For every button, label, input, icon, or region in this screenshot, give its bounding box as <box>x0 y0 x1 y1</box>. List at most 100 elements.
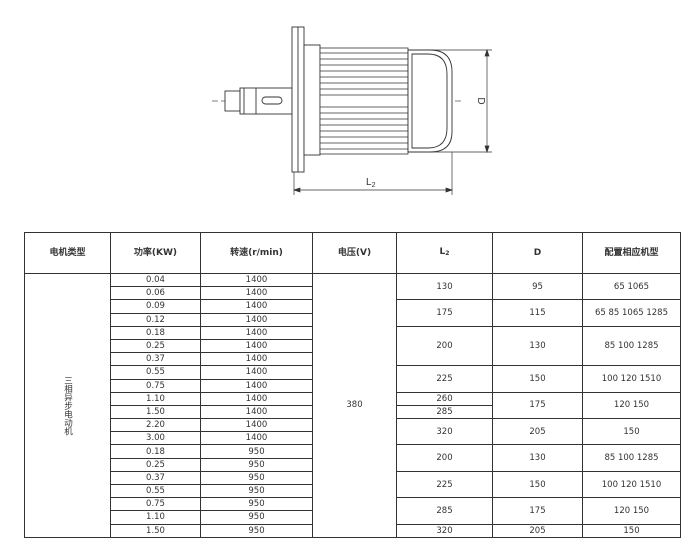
speed-cell: 1400 <box>200 431 313 446</box>
power-cell: 0.09 <box>110 299 201 314</box>
l2-cell: 285 <box>396 497 493 525</box>
power-cell: 0.18 <box>110 325 201 340</box>
speed-cell: 1400 <box>200 272 313 288</box>
voltage-cell: 380 <box>312 273 397 538</box>
models-cell: 65 85 1065 1285 <box>582 299 681 327</box>
d-cell: 150 <box>492 365 583 393</box>
diameter-label: D <box>475 97 486 104</box>
l2-cell: 175 <box>396 299 493 327</box>
d-cell: 175 <box>492 391 583 420</box>
speed-cell: 950 <box>200 497 313 512</box>
length-label: L2 <box>366 177 376 189</box>
speed-cell: 950 <box>200 444 313 459</box>
diameter-dimension <box>430 48 492 154</box>
header-l2: L2 <box>396 232 493 274</box>
power-cell: 1.50 <box>110 404 201 420</box>
models-cell: 65 1065 <box>582 272 681 301</box>
l2-cell: 285 <box>396 404 493 420</box>
speed-cell: 1400 <box>200 404 313 420</box>
motor-type-cell: 三相异步电动机 <box>24 273 111 538</box>
motor-fan-cover <box>407 49 453 153</box>
speed-cell: 950 <box>200 483 313 499</box>
table-header-row: 电机类型 功率(KW) 转速(r/min) 电压(V) L2 D 配置相应机型 <box>24 232 681 274</box>
models-cell: 150 <box>582 523 681 538</box>
l2-cell: 225 <box>396 365 493 393</box>
l2-cell: 130 <box>396 272 493 301</box>
models-cell: 100 120 1510 <box>582 365 681 393</box>
power-cell: 1.10 <box>110 391 201 406</box>
l2-cell: 320 <box>396 418 493 446</box>
power-cell: 1.10 <box>110 510 201 525</box>
speed-cell: 1400 <box>200 286 313 301</box>
models-cell: 85 100 1285 <box>582 325 681 367</box>
models-cell: 85 100 1285 <box>582 444 681 472</box>
speed-cell: 1400 <box>200 391 313 406</box>
power-cell: 1.50 <box>110 523 201 538</box>
power-cell: 0.18 <box>110 444 201 459</box>
power-cell: 0.37 <box>110 470 201 486</box>
models-cell: 100 120 1510 <box>582 470 681 499</box>
motor-body <box>319 47 409 155</box>
speed-cell: 1400 <box>200 378 313 393</box>
header-d: D <box>492 232 583 274</box>
header-power: 功率(KW) <box>110 232 201 274</box>
power-cell: 0.25 <box>110 457 201 472</box>
length-dimension <box>292 152 454 195</box>
motor-type-label: 三相异步电动机 <box>62 375 73 436</box>
models-cell: 120 150 <box>582 497 681 525</box>
l2-cell: 225 <box>396 470 493 499</box>
speed-cell: 950 <box>200 457 313 472</box>
d-cell: 175 <box>492 497 583 525</box>
header-voltage: 电压(V) <box>312 232 397 274</box>
speed-cell: 1400 <box>200 312 313 327</box>
d-cell: 130 <box>492 325 583 367</box>
speed-cell: 1400 <box>200 352 313 367</box>
motor-spec-table: 电机类型 功率(KW) 转速(r/min) 电压(V) L2 D 配置相应机型 … <box>24 232 681 538</box>
speed-cell: 950 <box>200 470 313 486</box>
power-cell: 0.12 <box>110 312 201 327</box>
models-cell: 120 150 <box>582 391 681 420</box>
d-cell: 95 <box>492 272 583 301</box>
d-cell: 205 <box>492 418 583 446</box>
d-cell: 150 <box>492 470 583 499</box>
speed-cell: 1400 <box>200 299 313 314</box>
speed-cell: 1400 <box>200 418 313 433</box>
motor-shaft <box>224 87 293 115</box>
l2-cell: 200 <box>396 325 493 367</box>
power-cell: 2.20 <box>110 418 201 433</box>
l2-cell: 200 <box>396 444 493 472</box>
header-speed: 转速(r/min) <box>200 232 313 274</box>
models-cell: 150 <box>582 418 681 446</box>
power-cell: 0.75 <box>110 378 201 393</box>
l2-cell: 260 <box>396 391 493 406</box>
speed-cell: 950 <box>200 523 313 538</box>
power-cell: 0.37 <box>110 352 201 367</box>
motor-dimension-drawing: L2 D <box>212 26 492 195</box>
power-cell: 0.75 <box>110 497 201 512</box>
motor-flange <box>291 26 321 173</box>
power-cell: 0.55 <box>110 365 201 380</box>
speed-cell: 950 <box>200 510 313 525</box>
d-cell: 130 <box>492 444 583 472</box>
speed-cell: 1400 <box>200 365 313 380</box>
header-motor-type: 电机类型 <box>24 232 111 274</box>
speed-cell: 1400 <box>200 338 313 354</box>
l2-cell: 320 <box>396 523 493 538</box>
header-models: 配置相应机型 <box>582 232 681 274</box>
d-cell: 115 <box>492 299 583 327</box>
speed-cell: 1400 <box>200 325 313 340</box>
power-cell: 3.00 <box>110 431 201 446</box>
d-cell: 205 <box>492 523 583 538</box>
power-cell: 0.55 <box>110 483 201 499</box>
power-cell: 0.04 <box>110 272 201 288</box>
